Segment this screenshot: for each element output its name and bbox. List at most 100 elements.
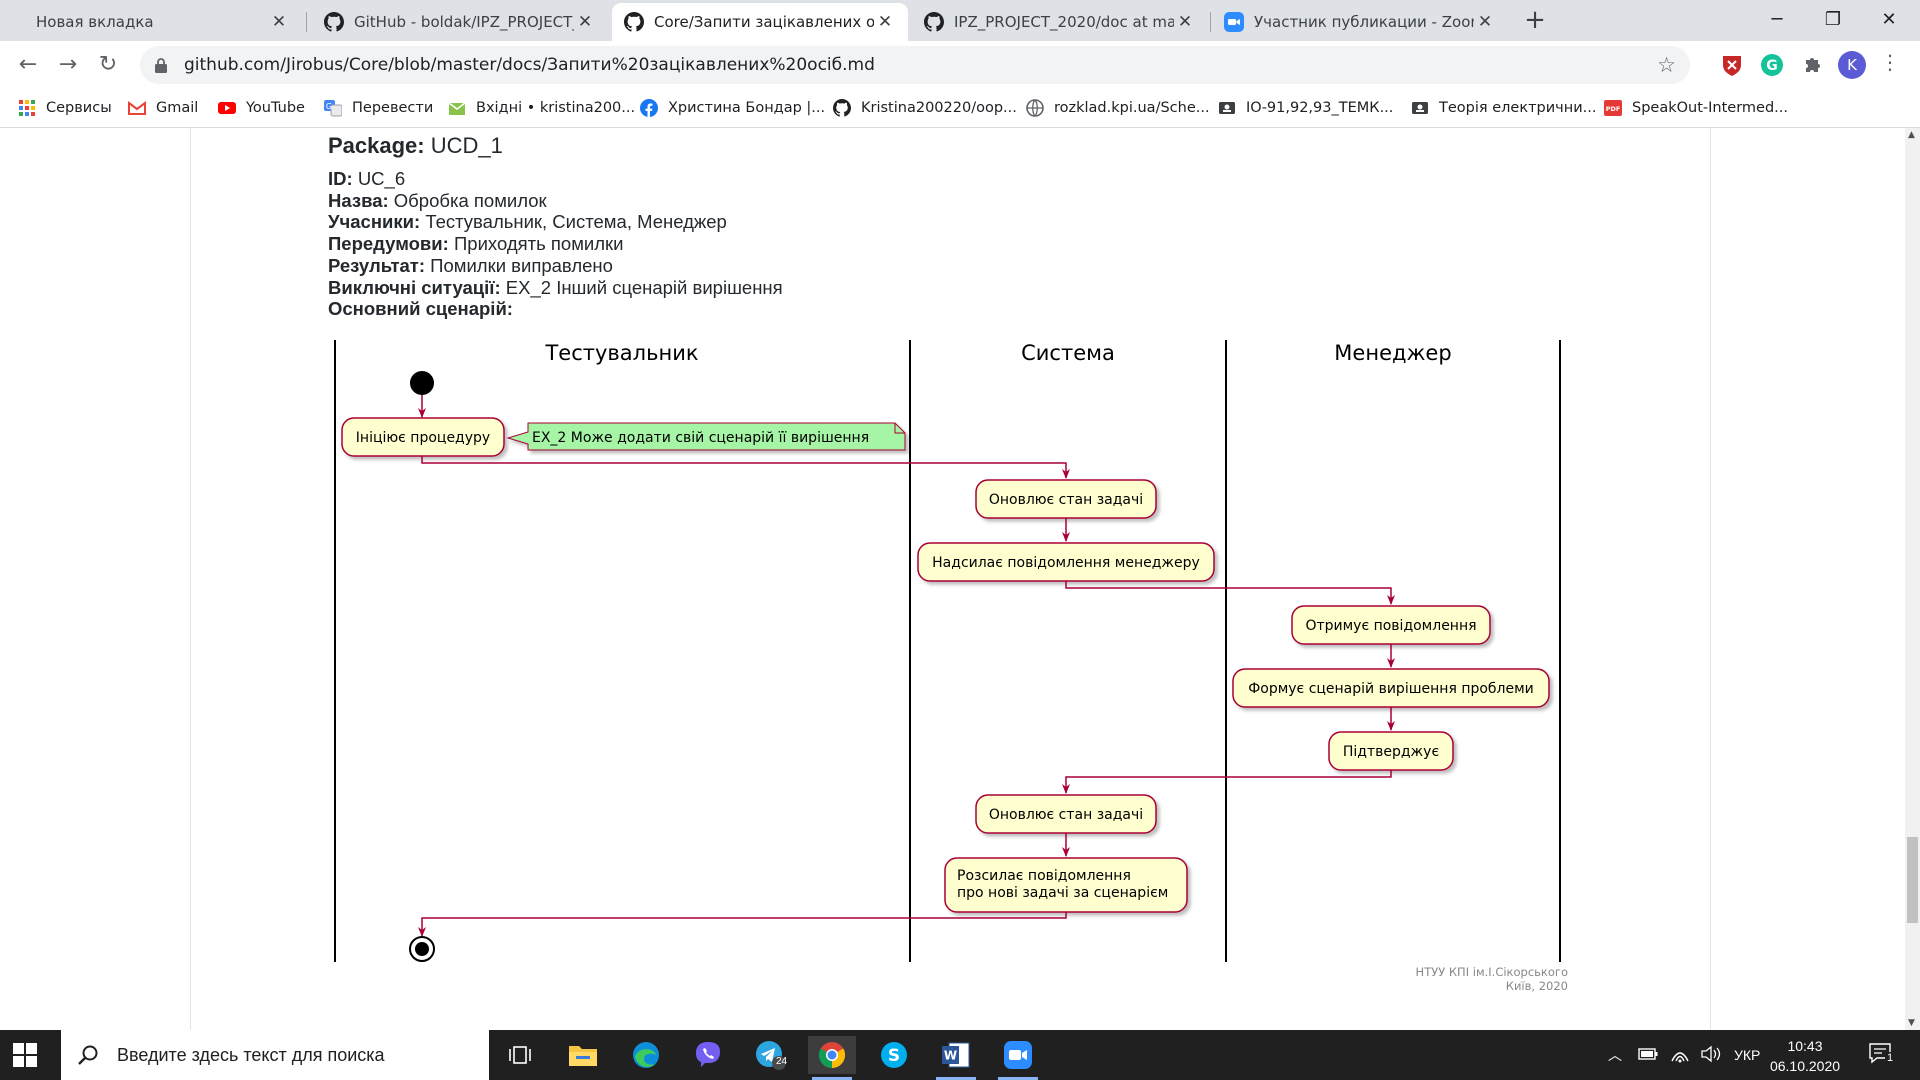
windows-taskbar: 24 S W ︿ УКР 10:43 06.10.2020 1 — [0, 1030, 1920, 1080]
field-value: Приходять помилки — [453, 233, 624, 255]
zoom-icon — [1224, 12, 1244, 32]
bookmark-label: Теорія електрични... — [1439, 100, 1597, 116]
search-icon — [78, 1045, 98, 1065]
bookmark-rozklad[interactable]: rozklad.kpi.ua/Sche... — [1026, 97, 1210, 119]
id-card-icon — [1219, 102, 1235, 114]
scroll-up-arrow-icon[interactable]: ▲ — [1908, 130, 1915, 140]
close-window-button[interactable]: ✕ — [1881, 9, 1897, 30]
language-indicator[interactable]: УКР — [1734, 1047, 1761, 1063]
bookmark-star-icon[interactable]: ☆ — [1657, 53, 1676, 77]
taskbar-app-zoom[interactable] — [994, 1036, 1042, 1080]
bookmark-speakout[interactable]: PDF SpeakOut-Intermed... — [1604, 97, 1788, 119]
lane-title-system: Система — [1021, 341, 1115, 365]
close-icon[interactable]: ✕ — [271, 12, 287, 32]
bookmark-gmail[interactable]: Gmail — [128, 97, 198, 119]
facebook-icon — [640, 99, 658, 117]
translate-icon: G — [324, 100, 342, 117]
scroll-down-arrow-icon[interactable]: ▼ — [1908, 1018, 1915, 1028]
task-view-button[interactable] — [496, 1036, 544, 1074]
tab-core-requests[interactable]: Core/Запити зацікавлених осіб.md ✕ — [612, 3, 908, 41]
bookmark-io-group[interactable]: ІО-91,92,93_ТЕМК... — [1218, 97, 1393, 119]
bookmark-translate[interactable]: G Перевести — [324, 97, 433, 119]
bookmark-inbox[interactable]: Вхідні • kristina200... — [448, 97, 635, 119]
menu-kebab-icon[interactable]: ⋮ — [1880, 50, 1900, 74]
back-button[interactable]: ← — [18, 52, 38, 77]
grammarly-icon[interactable]: G — [1758, 51, 1786, 79]
tab-new-tab[interactable]: Новая вкладка ✕ — [12, 3, 302, 41]
taskbar-app-file-explorer[interactable] — [559, 1036, 607, 1074]
field-main-scenario: Основний сценарій: — [328, 298, 783, 320]
extensions-puzzle-icon[interactable] — [1798, 51, 1826, 79]
activity-label: Ініціює процедуру — [356, 430, 490, 446]
taskbar-search-input[interactable] — [115, 1043, 479, 1067]
bookmark-github-kristina[interactable]: Kristina200220/oop... — [833, 97, 1017, 119]
field-id: ID: UC_6 — [328, 168, 783, 190]
bookmark-label: Сервисы — [46, 100, 112, 116]
tab-zoom[interactable]: Участник публикации - Zoom ✕ — [1212, 3, 1508, 41]
field-label: Виключні ситуації: — [328, 276, 501, 298]
close-icon[interactable]: ✕ — [1177, 12, 1193, 32]
shield-extension-icon[interactable] — [1718, 51, 1746, 79]
taskbar-app-viber[interactable] — [684, 1036, 732, 1074]
word-icon: W — [942, 1042, 970, 1068]
taskbar-app-chrome[interactable] — [808, 1036, 856, 1080]
zoom-icon — [1004, 1041, 1032, 1069]
new-tab-button[interactable]: + — [1524, 5, 1546, 35]
field-name: Назва: Обробка помилок — [328, 190, 783, 212]
tab-title: Участник публикации - Zoom — [1254, 13, 1474, 31]
bookmark-services[interactable]: Сервисы — [18, 97, 112, 119]
note-box — [506, 422, 906, 451]
taskbar-clock[interactable]: 10:43 06.10.2020 — [1760, 1036, 1850, 1076]
task-view-icon — [509, 1046, 531, 1064]
close-icon[interactable]: ✕ — [1477, 12, 1493, 32]
scroll-thumb[interactable] — [1907, 837, 1918, 923]
bookmark-label: rozklad.kpi.ua/Sche... — [1054, 100, 1210, 116]
forward-button[interactable]: → — [58, 52, 78, 77]
chevron-up-icon[interactable]: ︿ — [1608, 1047, 1622, 1063]
bookmark-label: SpeakOut-Intermed... — [1632, 100, 1788, 116]
volume-icon[interactable] — [1700, 1045, 1722, 1063]
taskbar-app-telegram[interactable]: 24 — [746, 1036, 794, 1074]
battery-icon[interactable] — [1638, 1047, 1658, 1061]
field-label: Назва: — [328, 189, 389, 211]
active-app-indicator — [812, 1077, 852, 1080]
restore-button[interactable]: ❐ — [1824, 9, 1842, 30]
close-icon[interactable]: ✕ — [877, 12, 893, 32]
field-label: Package: — [328, 133, 425, 158]
github-icon — [624, 12, 644, 32]
taskbar-app-skype[interactable]: S — [870, 1036, 918, 1074]
tab-title: GitHub - boldak/IPZ_PROJECT_2020 — [354, 13, 574, 31]
page-scrollbar[interactable]: ▲ ▼ — [1905, 128, 1920, 1030]
notification-count: 1 — [1885, 1052, 1896, 1064]
activity-label: Оновлює стан задачі — [989, 492, 1143, 508]
telegram-icon — [756, 1041, 786, 1070]
field-value: EX_2 Інший сценарій вирішення — [505, 276, 783, 298]
bookmark-facebook[interactable]: Христина Бондар |... — [640, 97, 825, 119]
taskbar-search[interactable] — [61, 1030, 489, 1080]
tab-ipz-doc[interactable]: IPZ_PROJECT_2020/doc at master ✕ — [912, 3, 1208, 41]
activity-label: Отримує повідомлення — [1305, 618, 1476, 634]
bookmark-youtube[interactable]: YouTube — [218, 97, 305, 119]
field-label: Основний сценарій: — [328, 298, 513, 320]
notification-center-button[interactable]: 1 — [1868, 1042, 1898, 1068]
windows-start-icon[interactable] — [12, 1042, 38, 1068]
pdf-icon: PDF — [1604, 100, 1622, 116]
gmail-icon — [128, 101, 146, 115]
reload-button[interactable]: ↻ — [98, 52, 118, 77]
bookmark-label: ІО-91,92,93_ТЕМК... — [1246, 100, 1394, 116]
profile-avatar[interactable]: K — [1838, 51, 1866, 79]
taskbar-app-edge[interactable] — [622, 1036, 670, 1074]
taskbar-app-word[interactable]: W — [932, 1036, 980, 1080]
url-input[interactable] — [182, 54, 1658, 76]
bookmark-electric-theory[interactable]: Теорія електрични... — [1411, 97, 1596, 119]
address-bar[interactable]: ☆ — [140, 46, 1690, 84]
lane-title-manager: Менеджер — [1334, 341, 1451, 365]
bookmark-label: Перевести — [352, 100, 434, 116]
lane-title-tester: Тестувальник — [544, 341, 698, 365]
tab-title: Новая вкладка — [36, 13, 154, 31]
close-icon[interactable]: ✕ — [577, 12, 593, 32]
svg-text:G: G — [1766, 58, 1778, 74]
tab-github-boldak[interactable]: GitHub - boldak/IPZ_PROJECT_2020 ✕ — [312, 3, 608, 41]
wifi-icon[interactable] — [1670, 1045, 1690, 1063]
minimize-button[interactable]: ─ — [1771, 9, 1783, 30]
